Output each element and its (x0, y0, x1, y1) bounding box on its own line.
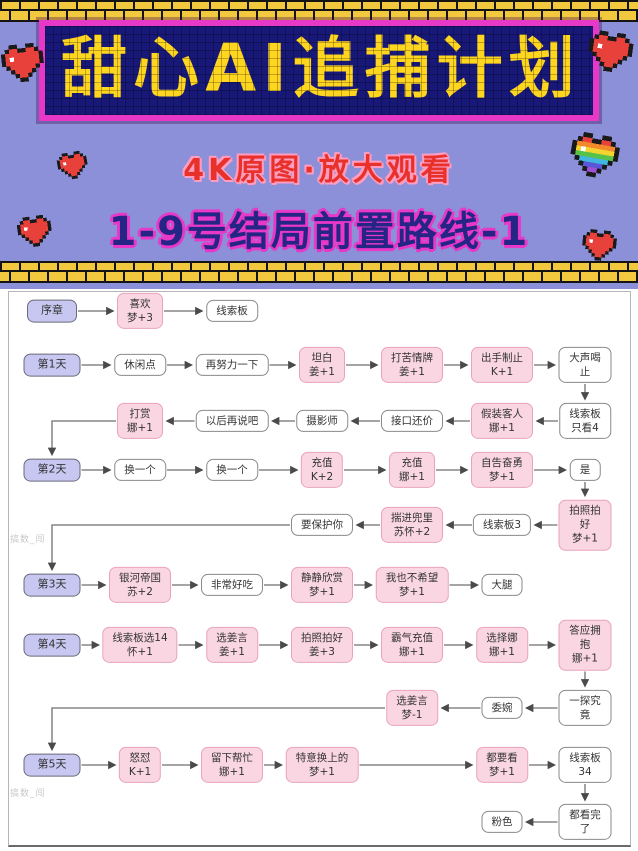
watermark: 搞数_闯 (10, 789, 46, 799)
flow-node: 特意换上的 梦+1 (285, 746, 359, 784)
flow-node: 换一个 (206, 458, 258, 482)
flow-node: 充值 K+2 (300, 451, 344, 489)
flow-node: 线索板 (206, 299, 258, 323)
flow-node: 我也不希望 梦+1 (375, 566, 449, 604)
day-node: 第5天 (23, 753, 81, 777)
pixel-heart-icon (56, 150, 91, 186)
flow-node: 都要看 梦+1 (476, 746, 528, 784)
flow-node: 非常好吃 (201, 573, 263, 597)
flow-node: 线索板 只看4 (559, 402, 611, 440)
subtitle-route-name: 1-9号结局前置路线-1 (108, 209, 530, 256)
flow-node: 以后再说吧 (195, 409, 269, 433)
subtitle-view-hint: 4K原图·放大观看 (183, 153, 455, 189)
flow-node: 出手制止 K+1 (471, 346, 533, 384)
flow-node: 摄影师 (296, 409, 348, 433)
flow-node: 打苦情牌 姜+1 (381, 346, 443, 384)
pixel-heart-icon (580, 228, 618, 266)
flow-node: 要保护你 (291, 513, 353, 537)
flow-node: 委婉 (481, 696, 523, 720)
flow-node: 拍照拍好 姜+3 (291, 626, 353, 664)
flow-node: 换一个 (114, 458, 166, 482)
flow-node: 都看完了 (558, 803, 612, 841)
flow-node: 选姜言 姜+1 (206, 626, 258, 664)
brick-border-top (0, 0, 638, 22)
flow-node: 大声喝止 (558, 346, 612, 384)
pixel-heart-icon (0, 42, 46, 88)
pixel-heart-icon (585, 29, 635, 78)
flow-node: 再努力一下 (195, 353, 269, 377)
flow-node: 答应拥抱 娜+1 (558, 619, 612, 671)
flow-node: 怒怼 K+1 (118, 746, 162, 784)
flow-node: 线索板3 (472, 513, 532, 537)
flow-node: 坦白 姜+1 (299, 346, 345, 384)
flow-node: 充值 娜+1 (389, 451, 435, 489)
flow-node: 休闲点 (114, 353, 166, 377)
flow-node: 是 (569, 458, 601, 482)
flow-node: 线索板34 (558, 746, 612, 784)
brick-border-bottom (0, 261, 638, 283)
day-node: 序章 (27, 299, 77, 323)
flow-node: 大腿 (481, 573, 523, 597)
day-node: 第3天 (23, 573, 81, 597)
pixel-heart-icon (16, 214, 54, 253)
pixel-heart-icon (566, 130, 621, 185)
day-node: 第1天 (23, 353, 81, 377)
flow-node: 静静欣赏 梦+1 (291, 566, 353, 604)
header-banner: 甜心AI追捕计划 4K原图·放大观看 1-9号结局前置路线-1 (0, 0, 638, 289)
title-zone: 甜心AI追捕计划 4K原图·放大观看 1-9号结局前置路线-1 (0, 26, 638, 257)
flow-node: 喜欢 梦+3 (117, 292, 163, 330)
flow-node: 选姜言 梦-1 (386, 689, 438, 727)
flow-node: 打赏 娜+1 (117, 402, 163, 440)
flow-node: 一探究竟 (558, 689, 612, 727)
flow-node: 接口还价 (381, 409, 443, 433)
flow-node: 揣进兜里 苏怀+2 (381, 506, 443, 544)
day-node: 第2天 (23, 458, 81, 482)
flow-node: 霸气充值 娜+1 (381, 626, 443, 664)
watermark: 搞数_闯 (10, 535, 46, 545)
page-title: 甜心AI追捕计划 (45, 26, 593, 116)
flow-node: 假装客人 娜+1 (471, 402, 533, 440)
day-node: 第4天 (23, 633, 81, 657)
flow-node: 银河帝国 苏+2 (109, 566, 171, 604)
flow-node: 选择娜 娜+1 (476, 626, 528, 664)
flow-node: 线索板选14 怀+1 (102, 626, 178, 664)
flow-node: 留下帮忙 娜+1 (201, 746, 263, 784)
flow-node: 粉色 (481, 810, 523, 834)
flow-node: 拍照拍好 梦+1 (558, 499, 612, 551)
flow-node: 自告奋勇 梦+1 (471, 451, 533, 489)
